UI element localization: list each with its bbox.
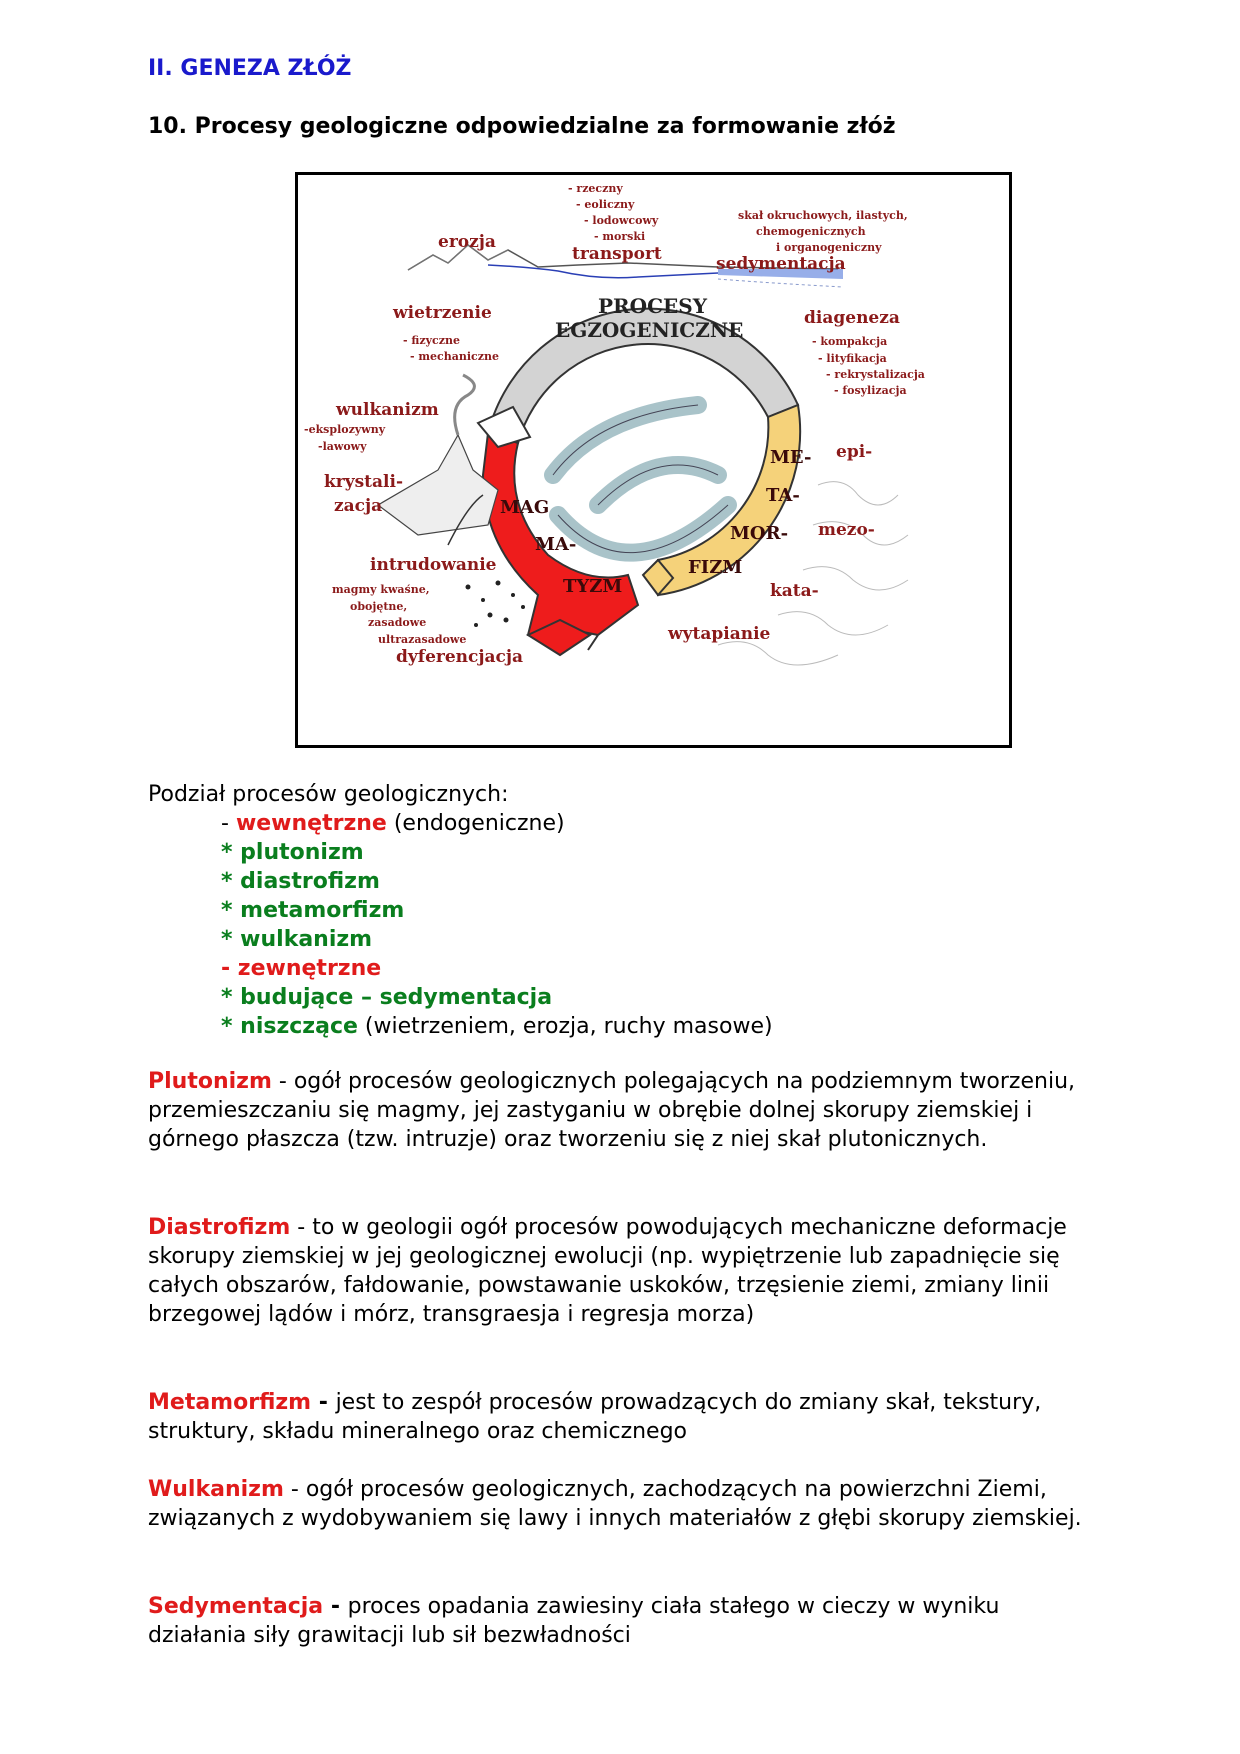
- transport-list-4: - morski: [594, 230, 645, 243]
- list-item-internal: - wewnętrzne (endogeniczne): [148, 809, 773, 838]
- list-sub-diastrofizm: * diastrofizm: [221, 869, 380, 894]
- definition-text: jest to zespół procesów prowadzących do …: [148, 1390, 1042, 1444]
- list-sub-budujace: * budujące – sedymentacja: [221, 985, 553, 1010]
- magmy-list-2: obojętne,: [350, 600, 407, 613]
- definition-text: ogół procesów geologicznych, zachodzącyc…: [148, 1477, 1082, 1531]
- definition-metamorfizm: Metamorfizm - jest to zespół procesów pr…: [148, 1388, 1098, 1446]
- subsection-title: 10. Procesy geologiczne odpowiedzialne z…: [148, 114, 896, 139]
- diageneza-list-2: - lityfikacja: [818, 352, 887, 365]
- list-sub-niszczace-bold: * niszczące: [221, 1014, 358, 1039]
- sedymentacja-list-3: i organogeniczny: [776, 241, 882, 254]
- list-sub-wulkanizm: * wulkanizm: [221, 927, 373, 952]
- kata-label: kata-: [770, 581, 819, 601]
- definition-plutonizm: Plutonizm - ogół procesów geologicznych …: [148, 1067, 1098, 1154]
- diageneza-label: diageneza: [804, 308, 900, 328]
- transport-label: transport: [572, 244, 662, 264]
- volcano-illustration: [376, 373, 499, 546]
- diageneza-list-3: - rekrystalizacja: [826, 368, 925, 381]
- list-item-internal-bold: wewnętrzne: [235, 811, 387, 836]
- definition-sep: -: [323, 1594, 348, 1619]
- sedymentacja-list-1: skał okruchowych, ilastych,: [738, 209, 908, 222]
- list-item-internal-prefix: -: [221, 811, 236, 836]
- differentiation-dots: [465, 580, 525, 627]
- metamorfizm-2: TA-: [766, 485, 800, 506]
- wulkanizm-list-1: -eksplozywny: [304, 423, 386, 436]
- definition-sep: -: [290, 1215, 313, 1240]
- list-item-internal-rest: (endogeniczne): [386, 811, 565, 836]
- definition-wulkanizm: Wulkanizm - ogół procesów geologicznych,…: [148, 1475, 1098, 1533]
- sedymentacja-list-2: chemogenicznych: [756, 225, 866, 238]
- geological-processes-diagram: - rzeczny - eoliczny - lodowcowy - morsk…: [295, 172, 1012, 748]
- metamorfizm-4: FIZM: [688, 557, 742, 578]
- transport-list-2: - eoliczny: [576, 198, 635, 211]
- definition-text: ogół procesów geologicznych polegających…: [148, 1069, 1076, 1152]
- list-sub-niszczace-rest: (wietrzeniem, erozja, ruchy masowe): [357, 1014, 773, 1039]
- metamorfizm-3: MOR-: [730, 523, 788, 544]
- center-title-1: PROCESY: [598, 294, 708, 318]
- definition-text: to w geologii ogół procesów powodujących…: [148, 1215, 1067, 1327]
- list-intro: Podział procesów geologicznych:: [148, 782, 509, 807]
- krystalizacja-label-2: zacja: [334, 496, 382, 516]
- list-item-external: - zewnętrzne: [221, 956, 382, 981]
- magmatyzm-3: TYZM: [563, 576, 622, 597]
- epi-label: epi-: [836, 442, 872, 462]
- metamorphism-ring: [641, 403, 802, 597]
- definition-term: Wulkanizm: [148, 1477, 284, 1502]
- magmatyzm-1: MAG: [500, 497, 549, 518]
- definition-term: Diastrofizm: [148, 1215, 291, 1240]
- section-title: II. GENEZA ZŁÓŻ: [148, 56, 352, 81]
- krystalizacja-label-1: krystali-: [324, 472, 403, 492]
- magmatyzm-2: MA-: [535, 534, 576, 555]
- magmy-list-1: magmy kwaśne,: [332, 583, 430, 596]
- definition-term: Sedymentacja: [148, 1594, 324, 1619]
- sedymentacja-label: sedymentacja: [716, 254, 846, 274]
- definition-sep: -: [283, 1477, 306, 1502]
- dyferencjacja-label: dyferencjacja: [396, 647, 523, 667]
- erozja-label: erozja: [438, 232, 496, 252]
- definition-sedymentacja: Sedymentacja - proces opadania zawiesiny…: [148, 1592, 1098, 1650]
- diageneza-list-4: - fosylizacja: [834, 384, 907, 397]
- diageneza-list-1: - kompakcja: [812, 335, 887, 348]
- wytapianie-label: wytapianie: [667, 624, 771, 644]
- list-sub-niszczace: * niszczące (wietrzeniem, erozja, ruchy …: [148, 1012, 773, 1041]
- wietrzenie-list-2: - mechaniczne: [410, 350, 499, 363]
- center-title-2: EGZOGENICZNE: [555, 318, 743, 342]
- magmy-list-4: ultrazasadowe: [378, 633, 466, 646]
- intrudowanie-label: intrudowanie: [370, 555, 497, 575]
- wietrzenie-label: wietrzenie: [392, 303, 492, 323]
- wulkanizm-list-2: -lawowy: [318, 440, 367, 453]
- wulkanizm-label: wulkanizm: [335, 400, 439, 420]
- transport-list-1: - rzeczny: [568, 182, 623, 195]
- magmy-list-3: zasadowe: [368, 616, 426, 629]
- definition-text: proces opadania zawiesiny ciała stałego …: [148, 1594, 1000, 1648]
- list-sub-metamorfizm: * metamorfizm: [221, 898, 405, 923]
- mezo-label: mezo-: [818, 520, 875, 540]
- metamorfizm-1: ME-: [770, 447, 811, 468]
- definition-diastrofizm: Diastrofizm - to w geologii ogół procesó…: [148, 1213, 1098, 1329]
- list-sub-plutonizm: * plutonizm: [221, 840, 364, 865]
- definition-sep: -: [271, 1069, 294, 1094]
- process-division-list: Podział procesów geologicznych: - wewnęt…: [148, 780, 773, 1041]
- definition-term: Plutonizm: [148, 1069, 272, 1094]
- wietrzenie-list-1: - fizyczne: [403, 334, 460, 347]
- transport-list-3: - lodowcowy: [584, 214, 659, 227]
- definition-term: Metamorfizm: [148, 1390, 312, 1415]
- magmatism-shape: [476, 405, 640, 657]
- inner-cycle-arrows: [544, 396, 737, 562]
- metamorphic-waves: [717, 481, 909, 666]
- definition-sep: -: [311, 1390, 336, 1415]
- mountains-illustration: [407, 244, 844, 288]
